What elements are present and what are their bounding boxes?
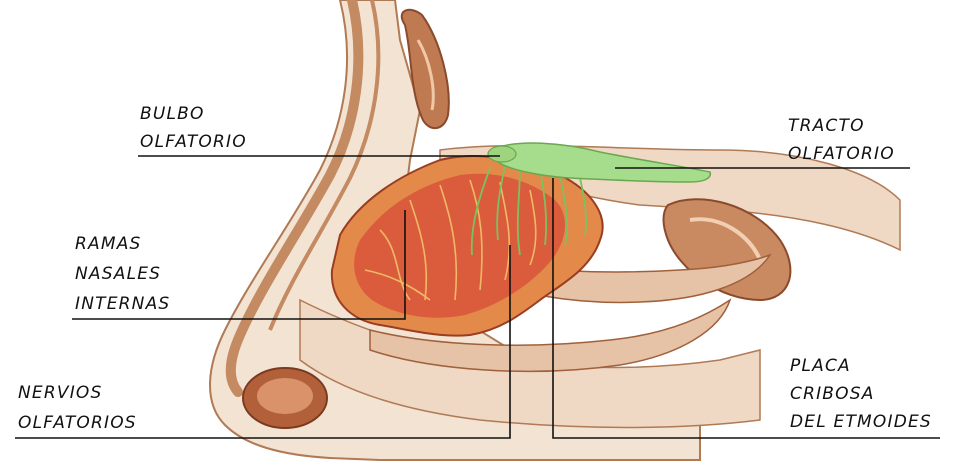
label-tracto-olfatorio: TRACTO OLFATORIO (788, 115, 895, 165)
label-ramas-nasales-internas: RAMAS NASALES INTERNAS (75, 233, 170, 315)
label-placa-line2: CRIBOSA (790, 383, 932, 405)
label-bulbo-olfatorio: BULBO OLFATORIO (140, 103, 247, 153)
nostril-inner (257, 378, 313, 414)
label-tracto-line1: TRACTO (788, 115, 895, 137)
label-placa-line3: DEL ETMOIDES (790, 411, 932, 433)
label-bulbo-line2: OLFATORIO (140, 131, 247, 153)
label-ramas-line3: INTERNAS (75, 293, 170, 315)
label-nervios-line2: OLFATORIOS (18, 412, 137, 434)
label-bulbo-line1: BULBO (140, 103, 247, 125)
label-ramas-line1: RAMAS (75, 233, 170, 255)
label-ramas-line2: NASALES (75, 263, 170, 285)
label-placa-cribosa: PLACA CRIBOSA DEL ETMOIDES (790, 355, 932, 433)
label-nervios-olfatorios: NERVIOS OLFATORIOS (18, 382, 137, 434)
label-placa-line1: PLACA (790, 355, 932, 377)
label-nervios-line1: NERVIOS (18, 382, 137, 404)
label-tracto-line2: OLFATORIO (788, 143, 895, 165)
olfactory-bulb (488, 146, 516, 162)
